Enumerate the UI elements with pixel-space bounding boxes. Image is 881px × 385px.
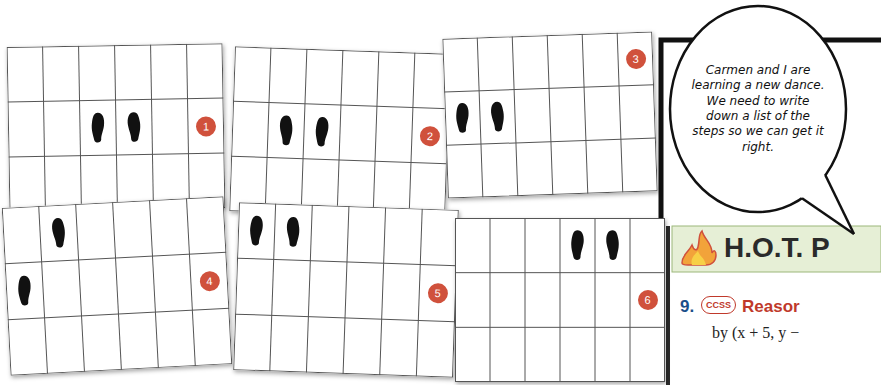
grid-line bbox=[525, 218, 526, 382]
grid-line bbox=[512, 36, 518, 196]
hot-banner-ground bbox=[672, 226, 881, 272]
footprint bbox=[491, 102, 505, 132]
grid-line bbox=[115, 45, 118, 210]
grid-border bbox=[456, 219, 665, 382]
panel-divider bbox=[666, 226, 670, 385]
grid-line bbox=[409, 53, 415, 218]
grid-line bbox=[455, 327, 665, 328]
problem-number: 9. bbox=[680, 297, 694, 317]
grid-line bbox=[306, 205, 312, 373]
callout-number: 3 bbox=[625, 48, 646, 69]
grid-line bbox=[79, 46, 82, 211]
grid-line bbox=[582, 34, 588, 194]
footprint bbox=[91, 113, 104, 143]
grid-line bbox=[617, 33, 623, 193]
flame bbox=[682, 231, 716, 265]
footprint bbox=[315, 117, 329, 147]
grid-border bbox=[2, 197, 231, 375]
banner-title: H.O.T. P bbox=[724, 232, 830, 264]
bubble-tail-fill bbox=[798, 171, 854, 234]
grid-line bbox=[630, 218, 631, 382]
footprint bbox=[127, 112, 140, 142]
grid-line bbox=[8, 153, 224, 157]
grid-line bbox=[477, 37, 483, 197]
problem-text: by (x + 5, y − bbox=[712, 324, 799, 342]
grid-line bbox=[444, 85, 654, 92]
grid-line bbox=[337, 50, 343, 215]
problem-heading: Reasor bbox=[742, 297, 800, 317]
callout-number: 1 bbox=[196, 116, 216, 136]
dance-step-card: 2 bbox=[229, 46, 451, 218]
grid-line bbox=[235, 314, 455, 322]
footprint bbox=[456, 103, 470, 133]
callout-number: 6 bbox=[638, 290, 658, 310]
dance-step-card: 6 bbox=[455, 218, 665, 382]
grid-line bbox=[8, 98, 224, 102]
speech-text: Carmen and I are learning a new dance. W… bbox=[690, 63, 826, 155]
grid-line bbox=[373, 51, 379, 216]
footprint bbox=[52, 218, 66, 248]
standards-badge: CCSS bbox=[701, 296, 736, 314]
grid-line bbox=[231, 156, 447, 164]
grid-border bbox=[230, 47, 451, 218]
footprint bbox=[250, 216, 264, 246]
flame-icon bbox=[678, 229, 722, 269]
dance-step-card: 5 bbox=[233, 202, 459, 378]
grid-border bbox=[234, 203, 459, 378]
grid-line bbox=[490, 218, 491, 382]
grid-line bbox=[237, 258, 457, 266]
grid-border bbox=[443, 32, 657, 198]
step-grid bbox=[2, 196, 232, 375]
grid-line bbox=[270, 203, 276, 371]
step-grid bbox=[455, 218, 665, 382]
flame-core bbox=[691, 251, 706, 265]
grid-line bbox=[150, 200, 159, 368]
grid-line bbox=[343, 206, 349, 374]
grid-line bbox=[187, 198, 196, 366]
dance-step-card: 1 bbox=[7, 43, 226, 212]
grid-line bbox=[455, 272, 665, 273]
footprint bbox=[286, 217, 300, 247]
grid-line bbox=[547, 35, 553, 195]
grid-line bbox=[416, 209, 422, 377]
callout-number: 2 bbox=[420, 125, 441, 146]
dance-step-card: 3 bbox=[442, 31, 657, 198]
step-grid bbox=[233, 202, 459, 378]
problem-panel bbox=[668, 222, 881, 385]
grid-border bbox=[7, 44, 225, 212]
footprint bbox=[18, 276, 32, 306]
footprint bbox=[279, 115, 293, 145]
grid-line bbox=[76, 204, 85, 372]
grid-line bbox=[39, 206, 48, 374]
grid-line bbox=[5, 252, 227, 264]
grid-line bbox=[187, 44, 190, 209]
callout-number: 5 bbox=[427, 283, 448, 304]
grid-line bbox=[265, 48, 271, 213]
grid-line bbox=[560, 218, 561, 382]
grid-line bbox=[380, 207, 386, 375]
grid-line bbox=[43, 46, 46, 211]
bubble-tail bbox=[802, 198, 854, 234]
grid-line bbox=[151, 44, 154, 209]
grid-line bbox=[113, 202, 122, 370]
grid-line bbox=[446, 138, 656, 145]
grid-line bbox=[8, 308, 230, 320]
grid-line bbox=[233, 101, 449, 109]
grid-line bbox=[301, 49, 307, 214]
grid-line bbox=[595, 218, 596, 382]
hot-banner: H.O.T. P bbox=[676, 229, 881, 269]
footprint bbox=[571, 230, 584, 260]
dance-step-card: 4 bbox=[2, 196, 232, 375]
footprint bbox=[606, 230, 619, 260]
step-grid bbox=[7, 43, 226, 212]
step-grid bbox=[229, 46, 451, 218]
speech-bubble: Carmen and I are learning a new dance. W… bbox=[668, 4, 848, 214]
